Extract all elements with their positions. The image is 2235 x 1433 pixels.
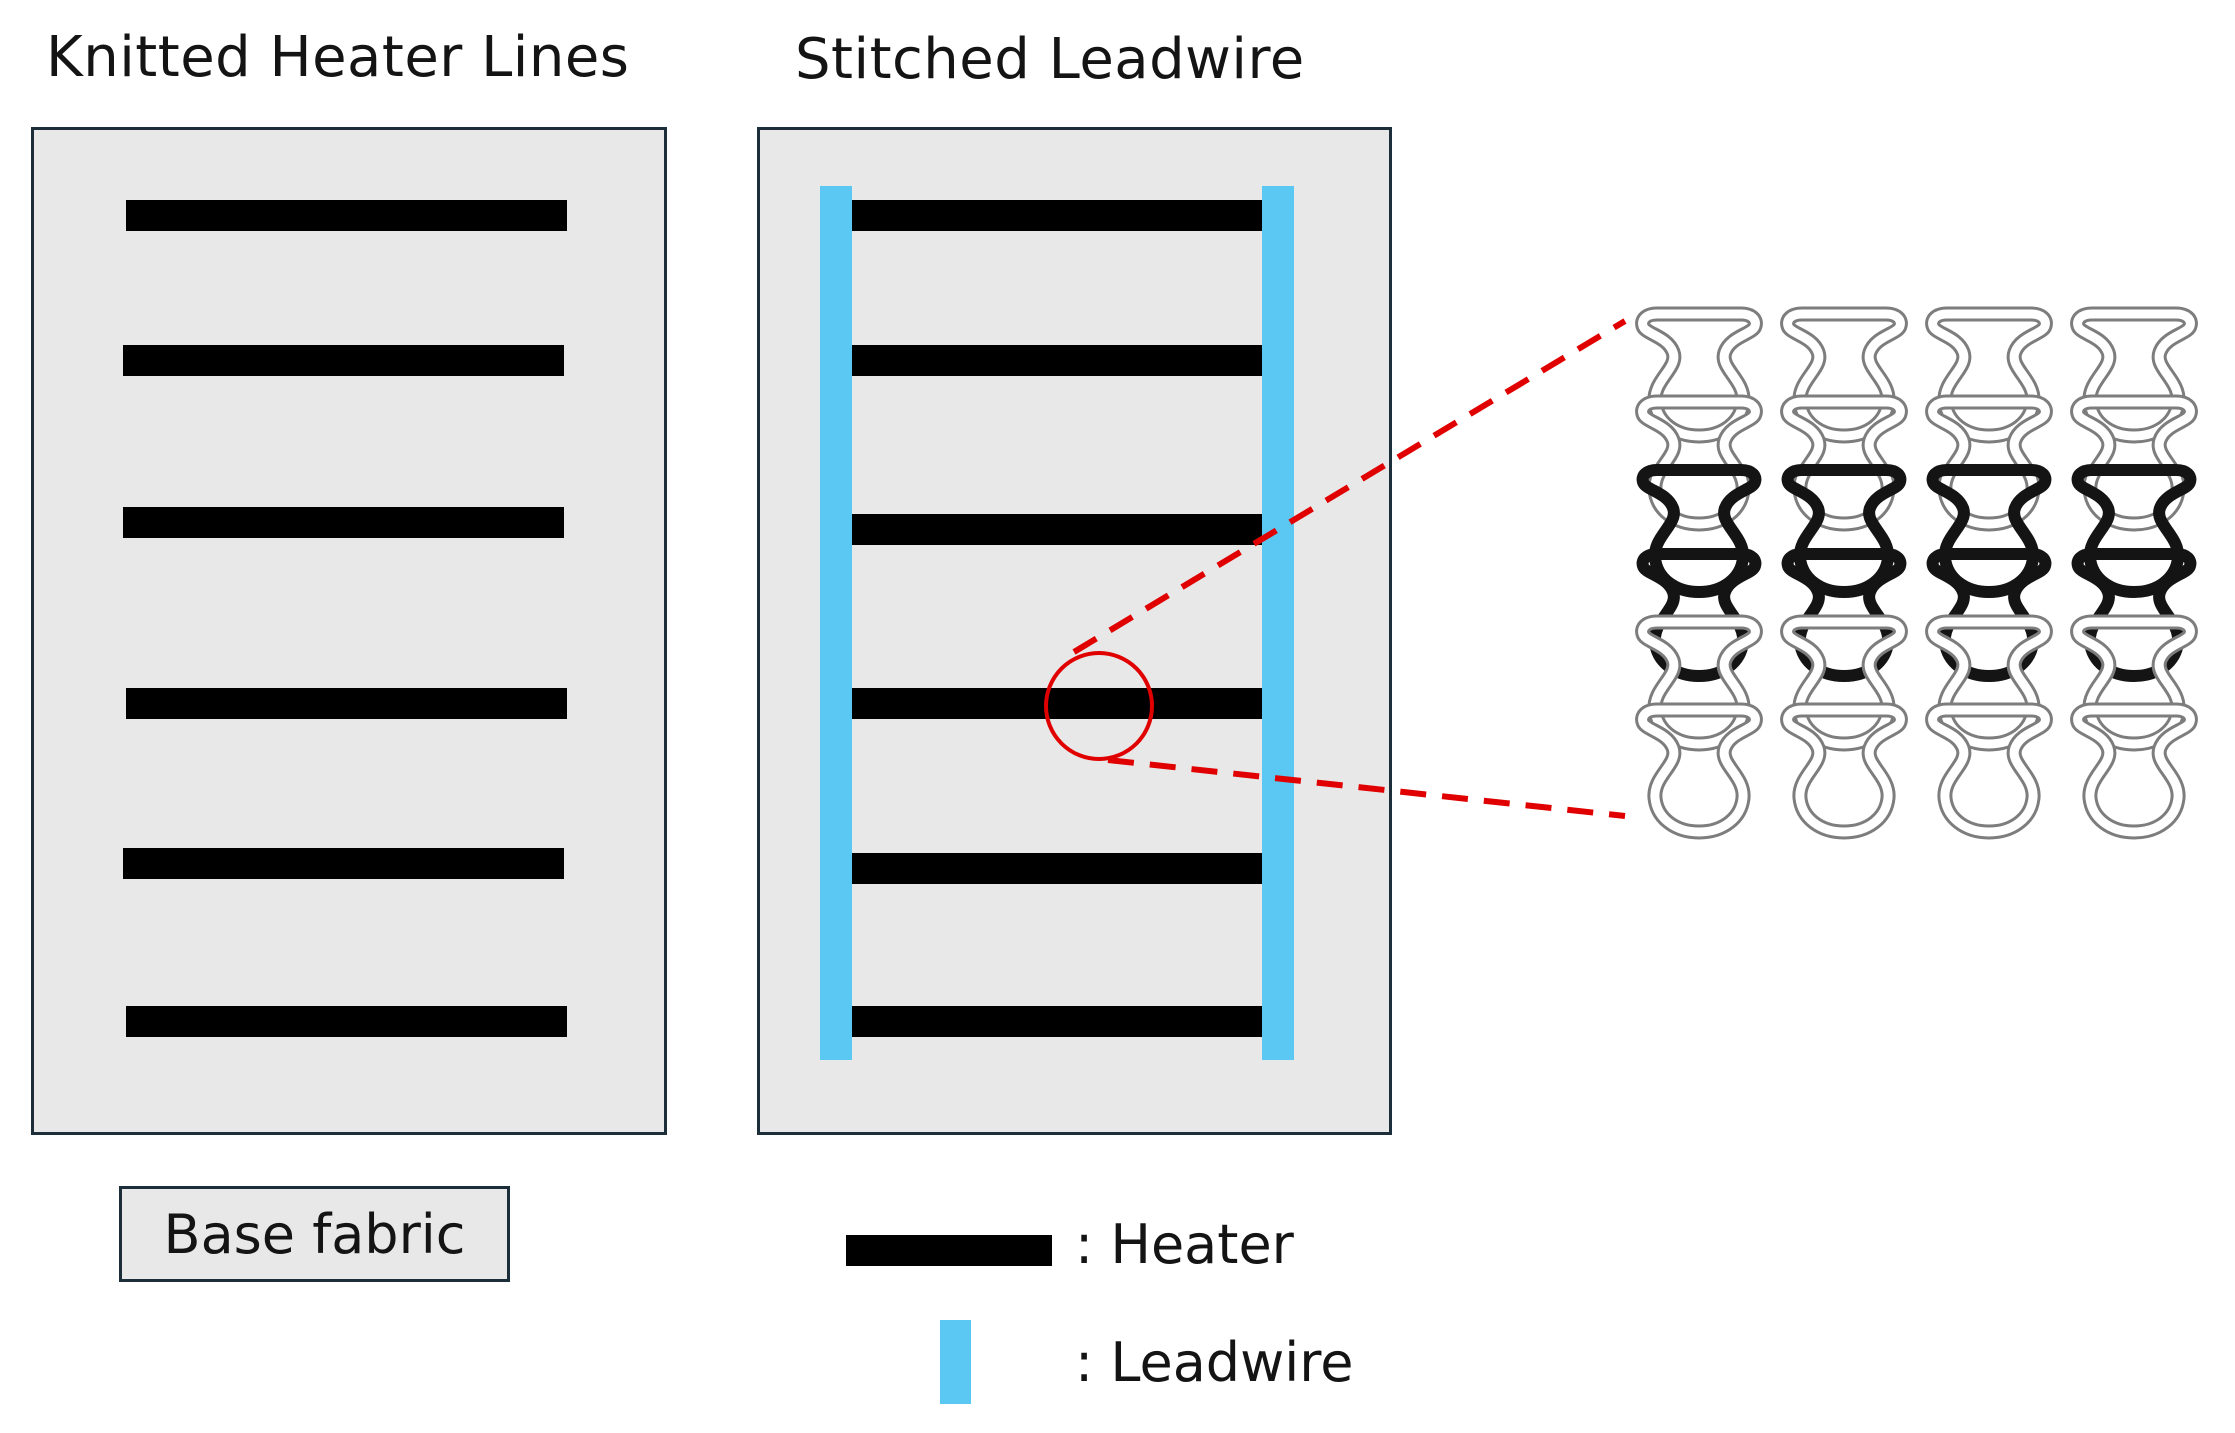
knitted-heater-panel — [31, 127, 667, 1135]
zoom-line-upper — [1072, 318, 1627, 655]
heater-line — [852, 853, 1272, 884]
zoom-circle — [1044, 651, 1154, 761]
stitched-leadwire-panel — [757, 127, 1392, 1135]
heater-line — [852, 200, 1272, 231]
heater-legend-label: : Heater — [1075, 1213, 1294, 1276]
zoom-line-lower — [1107, 757, 1626, 819]
heater-line — [123, 507, 564, 538]
heater-line — [126, 688, 567, 719]
heater-line — [852, 345, 1272, 376]
heater-line — [123, 345, 564, 376]
right-panel-title: Stitched Leadwire — [795, 27, 1305, 92]
knit-rows — [1643, 314, 2191, 832]
leadwire-legend-label: : Leadwire — [1075, 1331, 1354, 1394]
heater-legend-swatch — [846, 1235, 1052, 1266]
leadwire-left — [820, 186, 852, 1060]
heater-line — [123, 848, 564, 879]
heater-line — [852, 514, 1272, 545]
left-panel-title: Knitted Heater Lines — [46, 25, 630, 90]
heater-line — [126, 200, 567, 231]
base-fabric-legend: Base fabric — [119, 1186, 510, 1282]
heater-line — [126, 1006, 567, 1037]
heater-line — [852, 1006, 1272, 1037]
leadwire-legend-swatch — [940, 1320, 971, 1404]
leadwire-right — [1262, 186, 1294, 1060]
heater-line — [852, 688, 1272, 719]
